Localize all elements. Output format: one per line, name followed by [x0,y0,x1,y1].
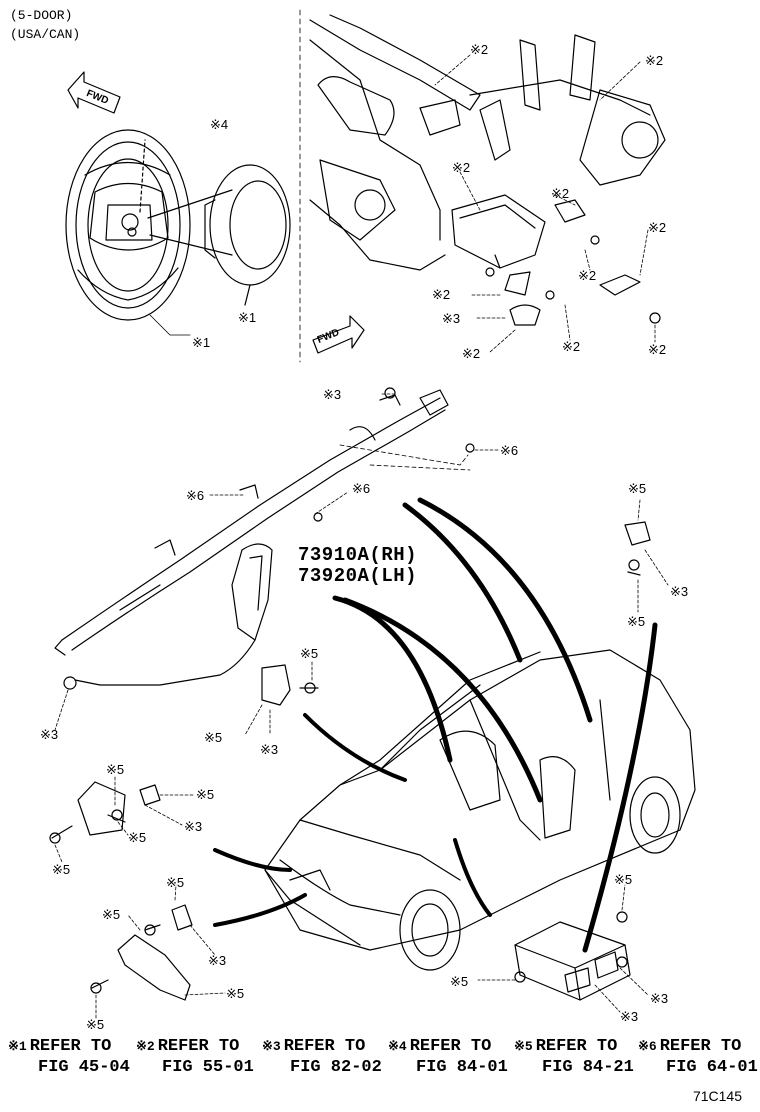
callout-n2-c: ※2 [452,160,471,175]
fwd-arrow-top [67,71,121,114]
callout-n3-fb: ※3 [208,953,227,968]
curtain-airbag [54,387,475,656]
callout-n6-a: ※6 [500,443,519,458]
legend-fig-6: FIG 64-01 [666,1058,758,1077]
legend-mark: ※3 [262,1039,281,1054]
callout-n5-fb-right: ※5 [226,986,245,1001]
callout-n5-cm-top: ※5 [614,872,633,887]
passenger-airbag-module [451,194,546,269]
callout-n1-module: ※1 [238,310,257,325]
callout-n2-g: ※2 [432,287,451,302]
callout-n2-a: ※2 [470,42,489,57]
callout-n2-j: ※2 [462,346,481,361]
legend-mark: ※4 [388,1039,407,1054]
dash-cross-member [469,34,666,186]
callout-n5-fb-bottom: ※5 [86,1017,105,1032]
legend-fig-5: FIG 84-21 [542,1058,634,1077]
callout-n2-e: ※2 [648,220,667,235]
legend-fig-4: FIG 84-01 [416,1058,508,1077]
callout-n2-h: ※2 [562,339,581,354]
side-sensor-left [261,664,319,706]
callout-n2-b: ※2 [645,53,664,68]
legend-refer: REFER TO [283,1037,366,1056]
front-sensor-a [49,781,161,844]
sas-control-module [514,911,631,1001]
callout-n5-ls: ※5 [204,730,223,745]
legend-refer: REFER TO [535,1037,618,1056]
callout-n2-d: ※2 [551,186,570,201]
part-number-rh: 73910A(RH) [298,544,418,566]
legend-mark: ※5 [514,1039,533,1054]
callout-n3-curtain: ※3 [323,387,342,402]
legend-refer: REFER TO [659,1037,742,1056]
callout-n4-horn: ※4 [210,117,229,132]
legend-fig-3: FIG 82-02 [290,1058,382,1077]
callout-n5-fa-mid: ※5 [128,830,147,845]
callout-n3-ls: ※3 [260,742,279,757]
legend-mark: ※2 [136,1039,155,1054]
diagram-code: 71C145 [692,1088,742,1104]
header-doors: (5-DOOR) [10,8,73,23]
callout-n5-fb-left: ※5 [102,907,121,922]
legend-refer: REFER TO [29,1037,112,1056]
legend-mark: ※1 [8,1039,27,1054]
steering-wheel [65,129,233,321]
part-number-lh: 73920A(LH) [298,565,418,587]
legend-refer: REFER TO [409,1037,492,1056]
legend-fig-2: FIG 55-01 [162,1058,254,1077]
legend-mark: ※6 [638,1039,657,1054]
callout-n5-ls-top: ※5 [300,646,319,661]
callout-n5-fa-right: ※5 [196,787,215,802]
callout-n5-fb-top: ※5 [166,875,185,890]
callout-n3-rs: ※3 [670,584,689,599]
side-sensor-right [624,521,651,576]
callout-n3-fa: ※3 [184,819,203,834]
leader-n1-wheel [149,314,191,336]
dash-leaders [434,54,656,353]
dash-brackets [485,199,661,326]
driver-airbag-module [204,164,291,306]
callout-n2-i: ※2 [648,342,667,357]
header-market: (USA/CAN) [10,27,81,42]
callout-n5-rs-bottom: ※5 [627,614,646,629]
fwd-arrow-dash [312,315,365,354]
callout-n3-cm-a: ※3 [650,991,669,1006]
callout-n3-dash: ※3 [442,311,461,326]
callout-n3-seat: ※3 [40,727,59,742]
seat-side-airbag [63,543,273,690]
callout-n5-cm-left: ※5 [450,974,469,989]
callout-n6-c: ※6 [352,481,371,496]
car-body [264,649,696,971]
callout-n2-f: ※2 [578,268,597,283]
reference-arrows [213,497,658,953]
front-sensor-b [90,904,193,1001]
dashboard [309,14,481,271]
callout-n6-b: ※6 [186,488,205,503]
legend-fig-1: FIG 45-04 [38,1058,130,1077]
legend-refer: REFER TO [157,1037,240,1056]
callout-n5-fa-top: ※5 [106,762,125,777]
callout-n5-rs-top: ※5 [628,481,647,496]
callout-n3-cm-b: ※3 [620,1009,639,1024]
callout-n5-fa-bottom: ※5 [52,862,71,877]
sensor-leaders [54,393,669,1019]
callout-n1-wheel: ※1 [192,335,211,350]
